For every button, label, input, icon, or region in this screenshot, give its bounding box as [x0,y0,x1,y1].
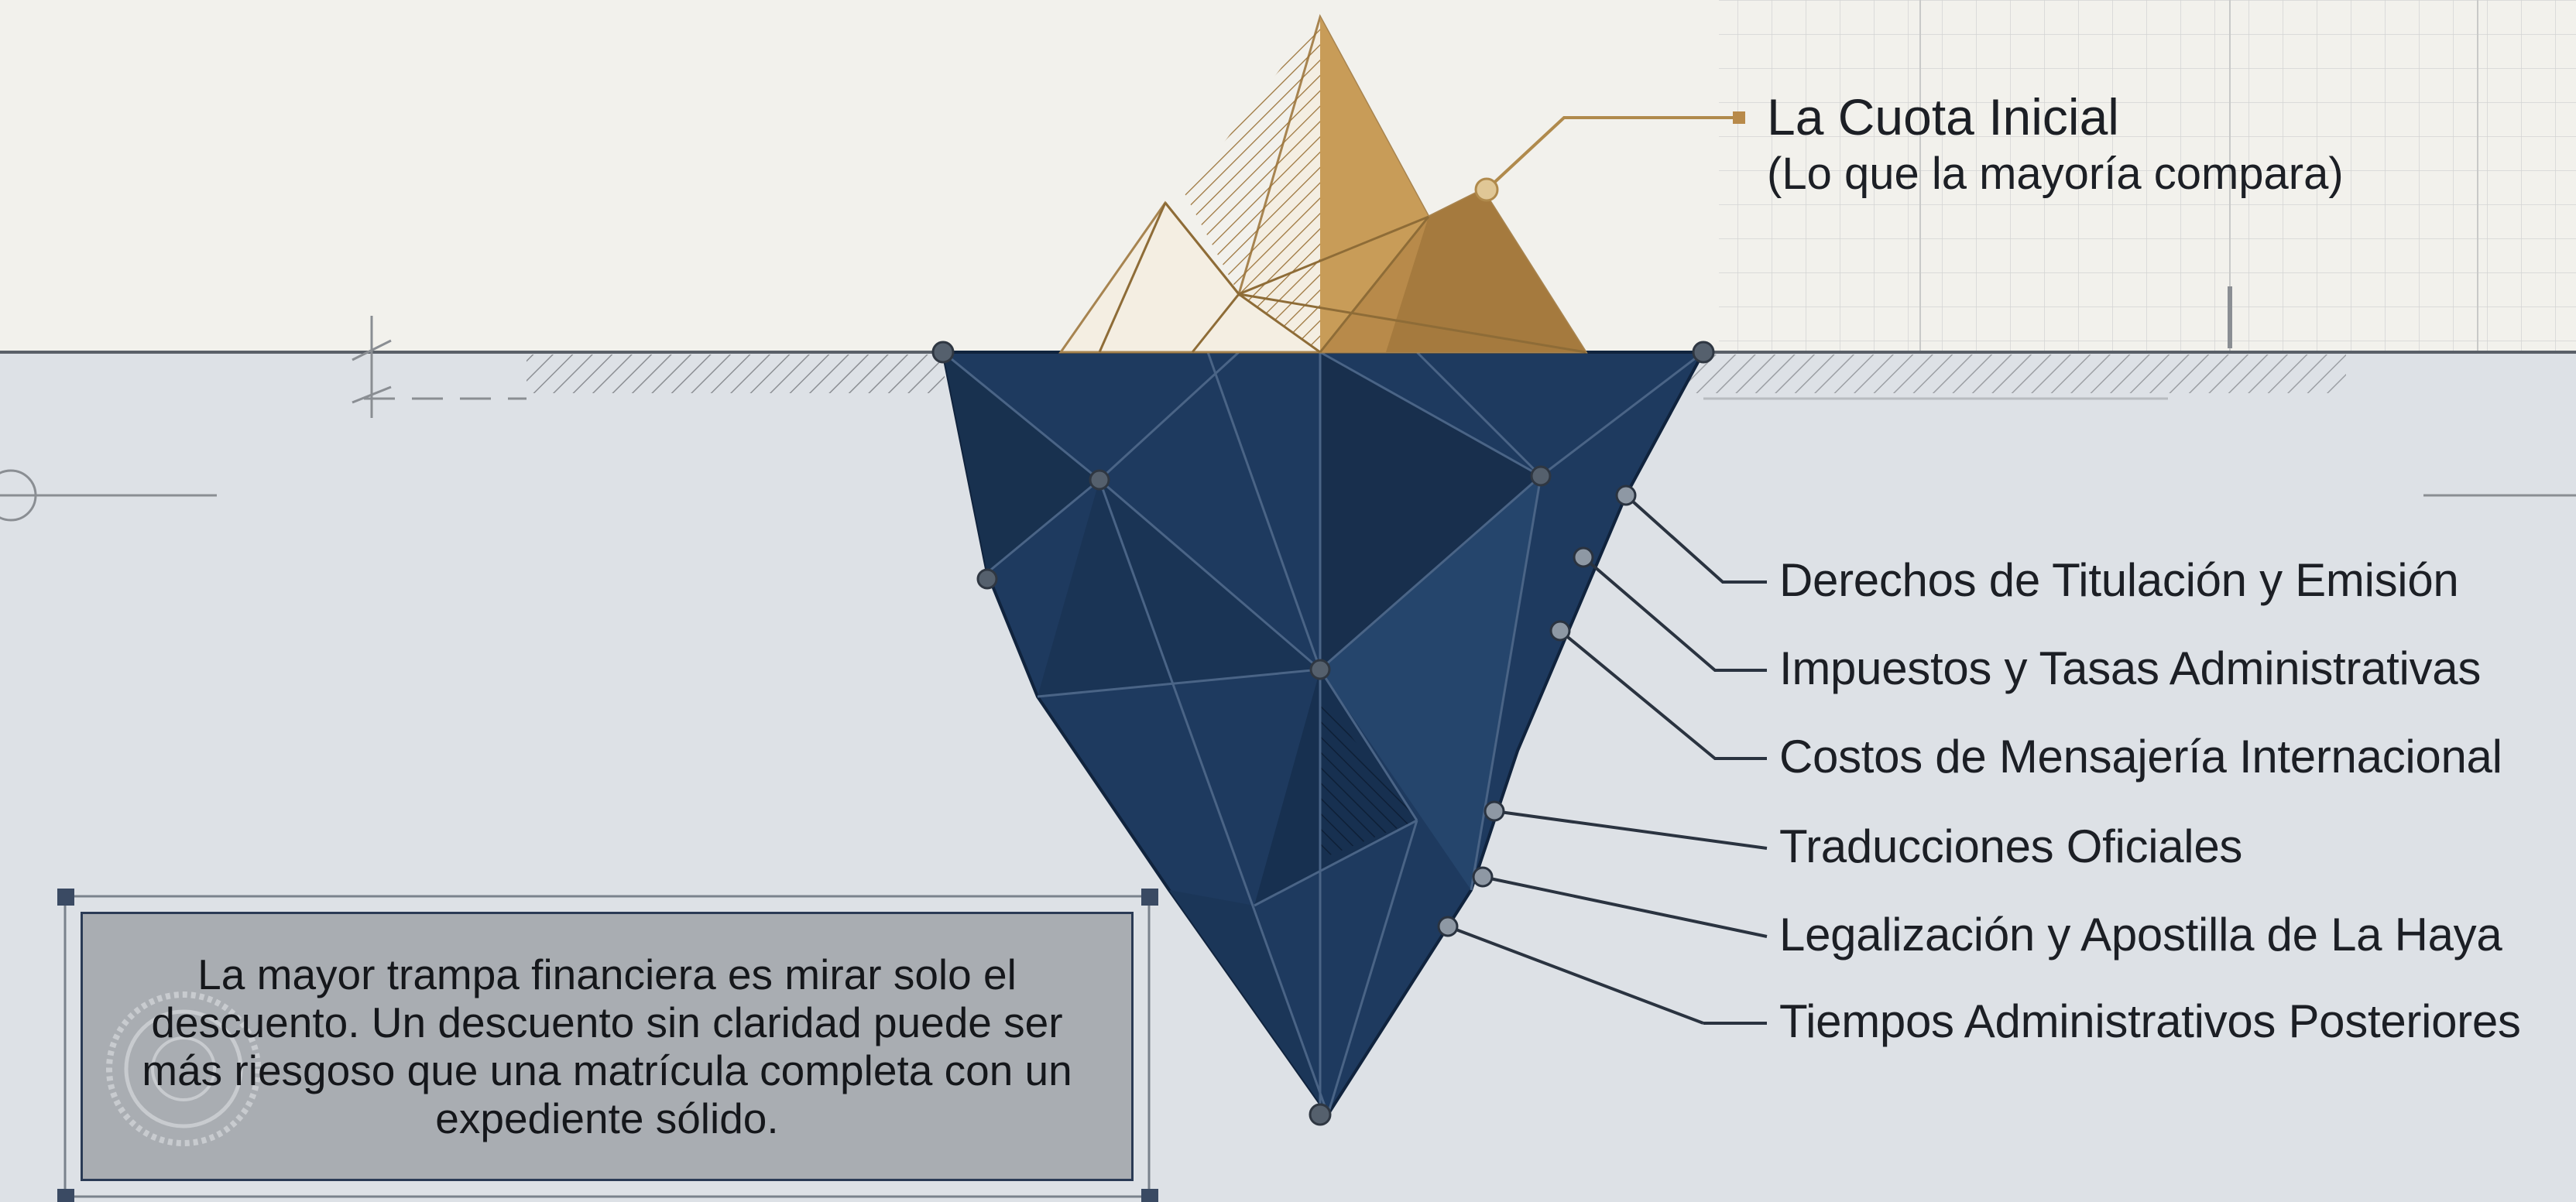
drafting-marks [0,286,2576,522]
hidden-cost-label: Impuestos y Tasas Administrativas [1779,642,2482,694]
callout-text: La mayor trampa financiera es mirar solo… [142,950,1072,1143]
tip-facet-lines [1098,202,1586,354]
callout-box: La mayor trampa financiera es mirar solo… [81,912,1134,1181]
waterline-hatch-right [1688,354,2346,393]
hidden-cost-label: Traducciones Oficiales [1779,820,2243,872]
hidden-cost-label: Tiempos Administrativos Posteriores [1779,995,2521,1047]
vertex-dots [931,341,1715,1126]
hidden-cost-label: Derechos de Titulación y Emisión [1779,554,2459,606]
waterline-hatch-left [527,354,945,393]
hidden-cost-anchor-dots [1437,485,1637,937]
seal-stamp-icon [106,991,261,1146]
tip-subtitle: (Lo que la mayoría compara) [1767,149,2344,199]
iceberg-underwater [941,351,1706,1118]
tip-leader [1474,111,1745,202]
hidden-cost-label: Legalización y Apostilla de La Haya [1779,909,2502,961]
hidden-cost-leaders [1447,494,1768,1025]
tip-title: La Cuota Inicial [1767,88,2119,146]
grid-background [1719,0,2576,352]
iceberg-tip [1058,14,1588,354]
iceberg-facet-lines [942,351,1704,1115]
callout-frame [57,889,1158,1202]
hidden-cost-label: Costos de Mensajería Internacional [1779,731,2502,782]
